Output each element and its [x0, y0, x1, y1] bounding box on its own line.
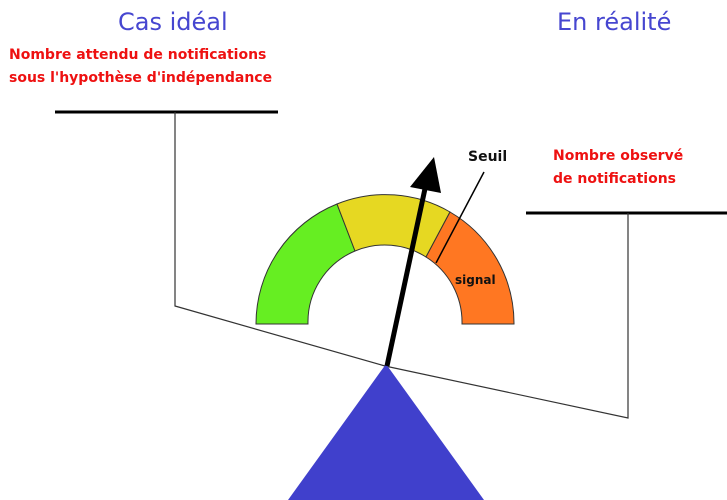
observed-note-line-1: Nombre observé [553, 148, 684, 164]
fulcrum-triangle [288, 364, 484, 500]
threshold-leader [435, 171, 485, 264]
needle [384, 183, 429, 367]
expected-note-line-2: sous l'hypothèse d'indépendance [9, 70, 273, 86]
needle-arrowhead [410, 157, 441, 193]
gauge-zone-green [255, 203, 356, 325]
title-ideal-case: Cas idéal [118, 8, 228, 36]
left-pan-string [174, 112, 386, 367]
title-reality: En réalité [557, 8, 672, 36]
observed-notifications-note: Nombre observé de notifications [553, 145, 683, 191]
right-pan-string [384, 213, 629, 419]
observed-note-line-2: de notifications [553, 171, 676, 187]
expected-note-line-1: Nombre attendu de notifications [9, 47, 267, 63]
threshold-label: Seuil [468, 149, 508, 165]
expected-notifications-note: Nombre attendu de notifications sous l'h… [9, 44, 272, 90]
signal-label: signal [455, 273, 496, 287]
